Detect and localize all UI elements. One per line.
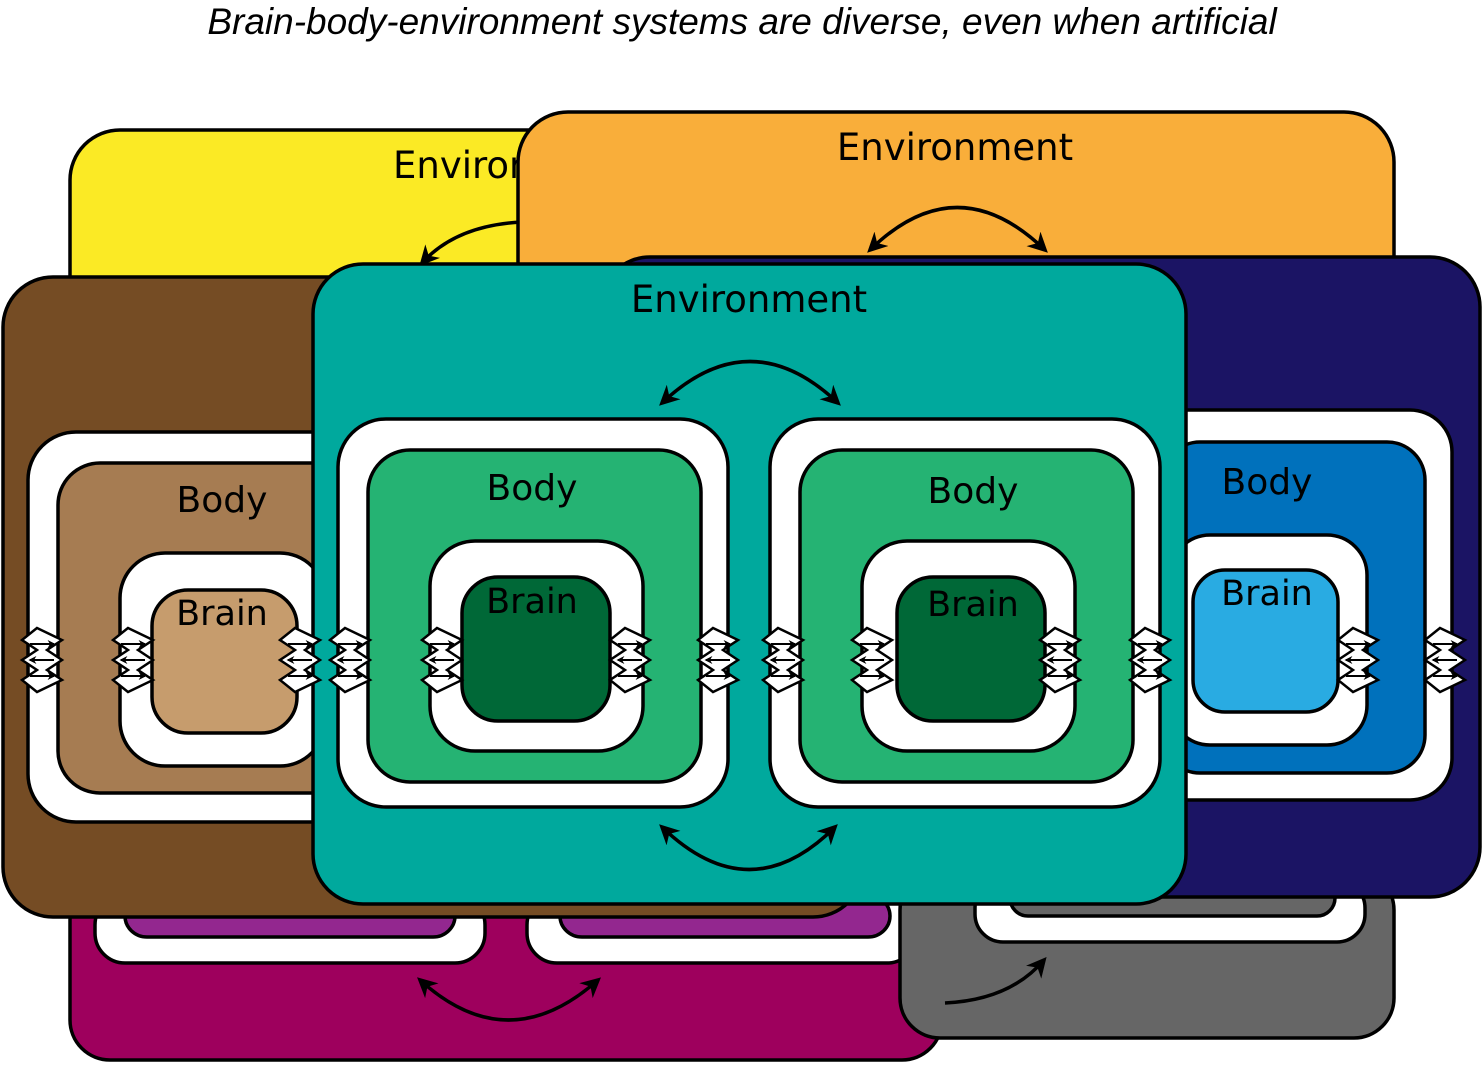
boundary-exchange-icon	[760, 626, 806, 694]
boundary-exchange-icon	[327, 626, 373, 694]
interaction-arrow	[944, 956, 1047, 1005]
env-label: Environment	[837, 126, 1073, 169]
brain-box	[895, 575, 1047, 723]
boundary-exchange-icon	[1127, 626, 1173, 694]
agent-left: Body Brain	[336, 417, 730, 809]
brain-label: Brain	[176, 594, 268, 634]
agent-right: Body Brain	[768, 417, 1162, 809]
boundary-exchange-icon	[1335, 626, 1381, 694]
exchange-icons	[19, 626, 1468, 694]
boundary-exchange-icon	[110, 626, 156, 694]
interaction-arrow	[867, 205, 1048, 253]
interaction-arrow	[659, 824, 838, 872]
env-label: Environment	[631, 278, 867, 321]
interaction-arrow	[417, 977, 601, 1022]
env-label: Environ	[393, 144, 533, 187]
boundary-exchange-icon	[849, 626, 895, 694]
diagram-title: Brain-body-environment systems are diver…	[207, 1, 1278, 42]
boundary-exchange-icon	[1037, 626, 1083, 694]
brain-label: Brain	[1221, 574, 1313, 614]
body-label: Body	[1222, 462, 1313, 503]
environment-teal: Environment Body Brain Body Brain	[311, 262, 1188, 906]
body-label: Body	[487, 468, 578, 509]
boundary-exchange-icon	[1422, 626, 1468, 694]
boundary-exchange-icon	[419, 626, 465, 694]
boundary-exchange-icon	[607, 626, 653, 694]
boundary-exchange-icon	[277, 626, 323, 694]
body-label: Body	[928, 471, 1019, 512]
boundary-exchange-icon	[19, 626, 65, 694]
brain-label: Brain	[486, 582, 578, 622]
body-label: Body	[177, 480, 268, 521]
interaction-arrow	[659, 359, 841, 406]
brain-label: Brain	[927, 585, 1019, 625]
boundary-exchange-icon	[695, 626, 741, 694]
brain-box	[460, 575, 612, 723]
